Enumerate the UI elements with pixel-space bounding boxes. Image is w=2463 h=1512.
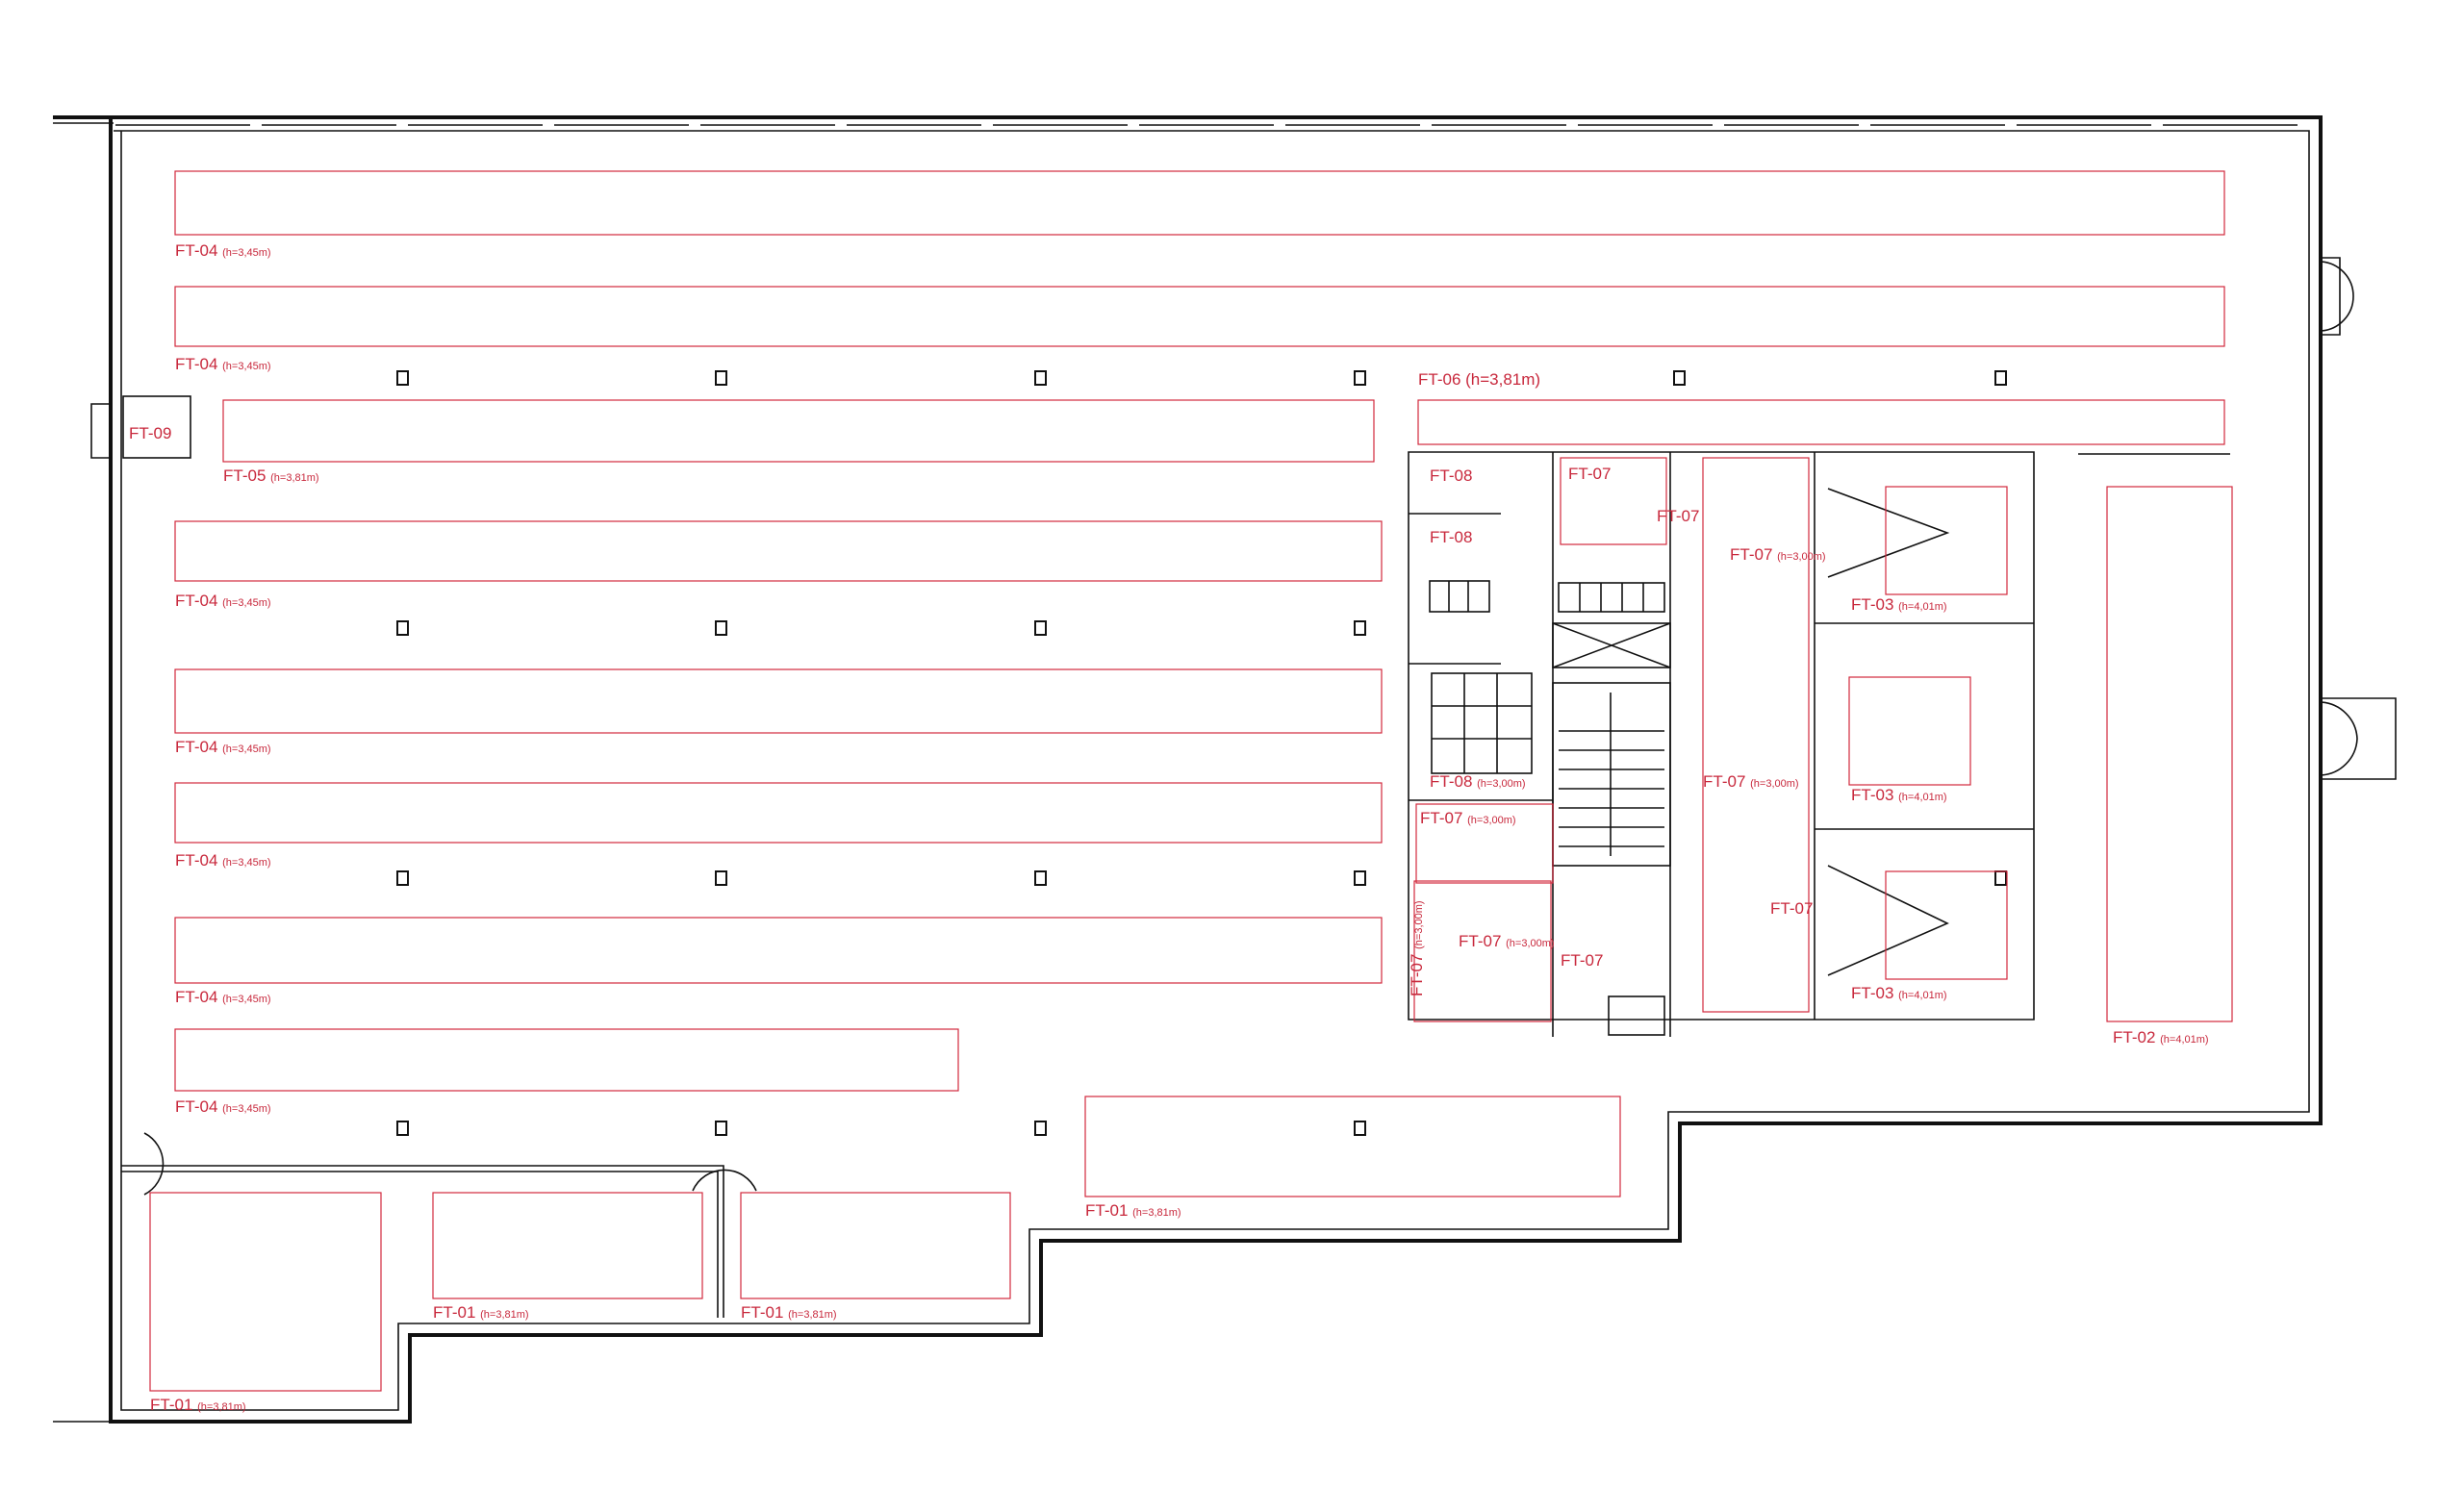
label-ft02: FT-02 (h=4,01m) [2113,1028,2209,1046]
label-ft03-c: FT-03 (h=4,01m) [1851,984,1947,1002]
label-ft04-f: FT-04 (h=3,45m) [175,988,271,1006]
label-ft04-d: FT-04 (h=3,45m) [175,738,271,756]
label-ft03-b: FT-03 (h=4,01m) [1851,786,1947,804]
label-ft01-b: FT-01 (h=3,81m) [433,1303,529,1322]
label-ft07-h: FT-07 [1561,951,1603,970]
label-ft03-a: FT-03 (h=4,01m) [1851,595,1947,614]
ft02-rack [2078,453,2233,1022]
label-ft07-a: FT-07 [1568,465,1611,483]
door-swings [143,261,2358,1196]
label-ft01-d: FT-01 (h=3,81m) [150,1396,246,1414]
zone-labels: FT-04 (h=3,45m) FT-04 (h=3,45m) FT-05 (h… [129,241,2209,1414]
label-ft08-a: FT-08 [1430,466,1472,485]
label-ft07-b: FT-07 [1657,507,1699,525]
ft09-room [122,395,191,459]
structural-columns [396,370,2007,1136]
label-ft07-d: FT-07 (h=3,00m) [1703,772,1799,791]
building-walls [53,115,2397,1424]
label-ft05: FT-05 (h=3,81m) [223,466,319,485]
label-ft07-f: FT-07 (h=3,00m) [1459,932,1555,950]
label-ft04-c: FT-04 (h=3,45m) [175,592,271,610]
label-ft01-a: FT-01 (h=3,81m) [1085,1201,1181,1220]
label-ft07-g: FT-07 (h=3,00m) [1408,900,1426,996]
label-ft04-a: FT-04 (h=3,45m) [175,241,271,260]
label-ft08-c: FT-08 (h=3,00m) [1430,772,1526,791]
label-ft04-e: FT-04 (h=3,45m) [175,851,271,869]
label-ft09: FT-09 [129,424,171,442]
service-core [1408,451,2035,1037]
label-ft08-b: FT-08 [1430,528,1472,546]
label-ft07-i: FT-07 [1770,899,1813,918]
core-racks [1413,457,2008,1022]
label-ft07-c: FT-07 (h=3,00m) [1730,545,1826,564]
label-ft01-c: FT-01 (h=3,81m) [741,1303,837,1322]
ft04-rack-rows [174,170,2225,1092]
label-ft04-b: FT-04 (h=3,45m) [175,355,271,373]
ft05-ft06-racks [222,399,2225,463]
label-ft06: FT-06 (h=3,81m) [1418,370,1540,389]
ft01-racks [149,1096,1621,1392]
label-ft07-e: FT-07 (h=3,00m) [1420,809,1516,827]
label-ft04-g: FT-04 (h=3,45m) [175,1097,271,1116]
